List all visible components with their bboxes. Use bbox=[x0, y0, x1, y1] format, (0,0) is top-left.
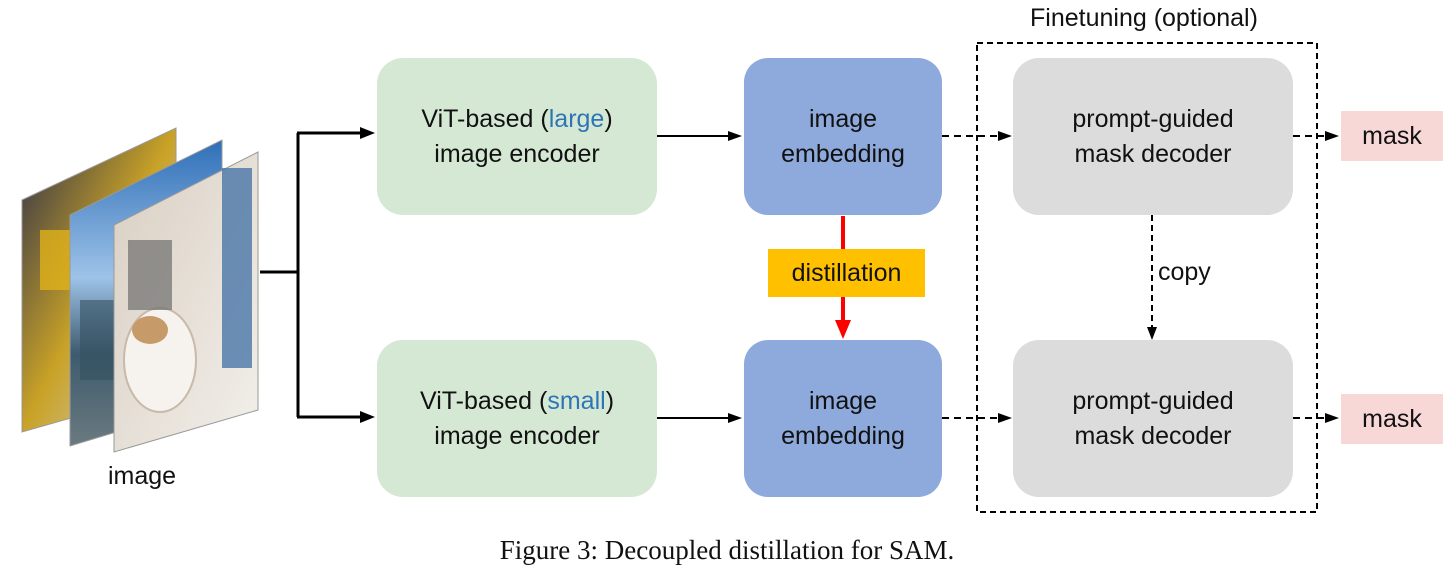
small-encoder-line1: ViT-based (small) bbox=[420, 384, 614, 419]
small-image-encoder: ViT-based (small) image encoder bbox=[377, 340, 657, 497]
top-embedding-line1: image bbox=[808, 104, 878, 133]
bottom-embedding-line1: image bbox=[808, 386, 878, 415]
image-label: image bbox=[108, 462, 177, 490]
bottom-decoder-line1: prompt-guided bbox=[1072, 386, 1234, 415]
top-embedding-line2: embedding bbox=[781, 139, 905, 168]
large-encoder-suffix: ) bbox=[604, 104, 613, 133]
bottom-mask-output: mask bbox=[1341, 394, 1443, 444]
large-encoder-line2: image encoder bbox=[434, 139, 600, 168]
top-mask-decoder: prompt-guided mask decoder bbox=[1013, 58, 1293, 215]
large-encoder-highlight: large bbox=[548, 104, 605, 133]
bottom-mask-decoder: prompt-guided mask decoder bbox=[1013, 340, 1293, 497]
large-encoder-line1: ViT-based (large) bbox=[421, 102, 612, 137]
figure-caption: Figure 3: Decoupled distillation for SAM… bbox=[499, 535, 955, 565]
bottom-image-embedding: image embedding bbox=[744, 340, 942, 497]
copy-label: copy bbox=[1158, 258, 1211, 286]
small-encoder-suffix: ) bbox=[605, 386, 615, 415]
small-encoder-line2: image encoder bbox=[434, 421, 600, 450]
large-image-encoder: ViT-based (large) image encoder bbox=[377, 58, 657, 215]
small-encoder-highlight: small bbox=[547, 386, 606, 415]
top-decoder-line2: mask decoder bbox=[1074, 139, 1232, 168]
top-decoder-line1: prompt-guided bbox=[1072, 104, 1234, 133]
bottom-decoder-line2: mask decoder bbox=[1074, 421, 1232, 450]
small-encoder-prefix: ViT-based ( bbox=[419, 386, 548, 415]
finetuning-label: Finetuning (optional) bbox=[1030, 4, 1258, 32]
top-mask-output: mask bbox=[1341, 111, 1443, 161]
bottom-embedding-line2: embedding bbox=[781, 421, 905, 450]
distillation-label: distillation bbox=[768, 249, 925, 297]
finetuning-frame bbox=[976, 42, 1318, 513]
large-encoder-prefix: ViT-based ( bbox=[421, 104, 549, 133]
top-image-embedding: image embedding bbox=[744, 58, 942, 215]
